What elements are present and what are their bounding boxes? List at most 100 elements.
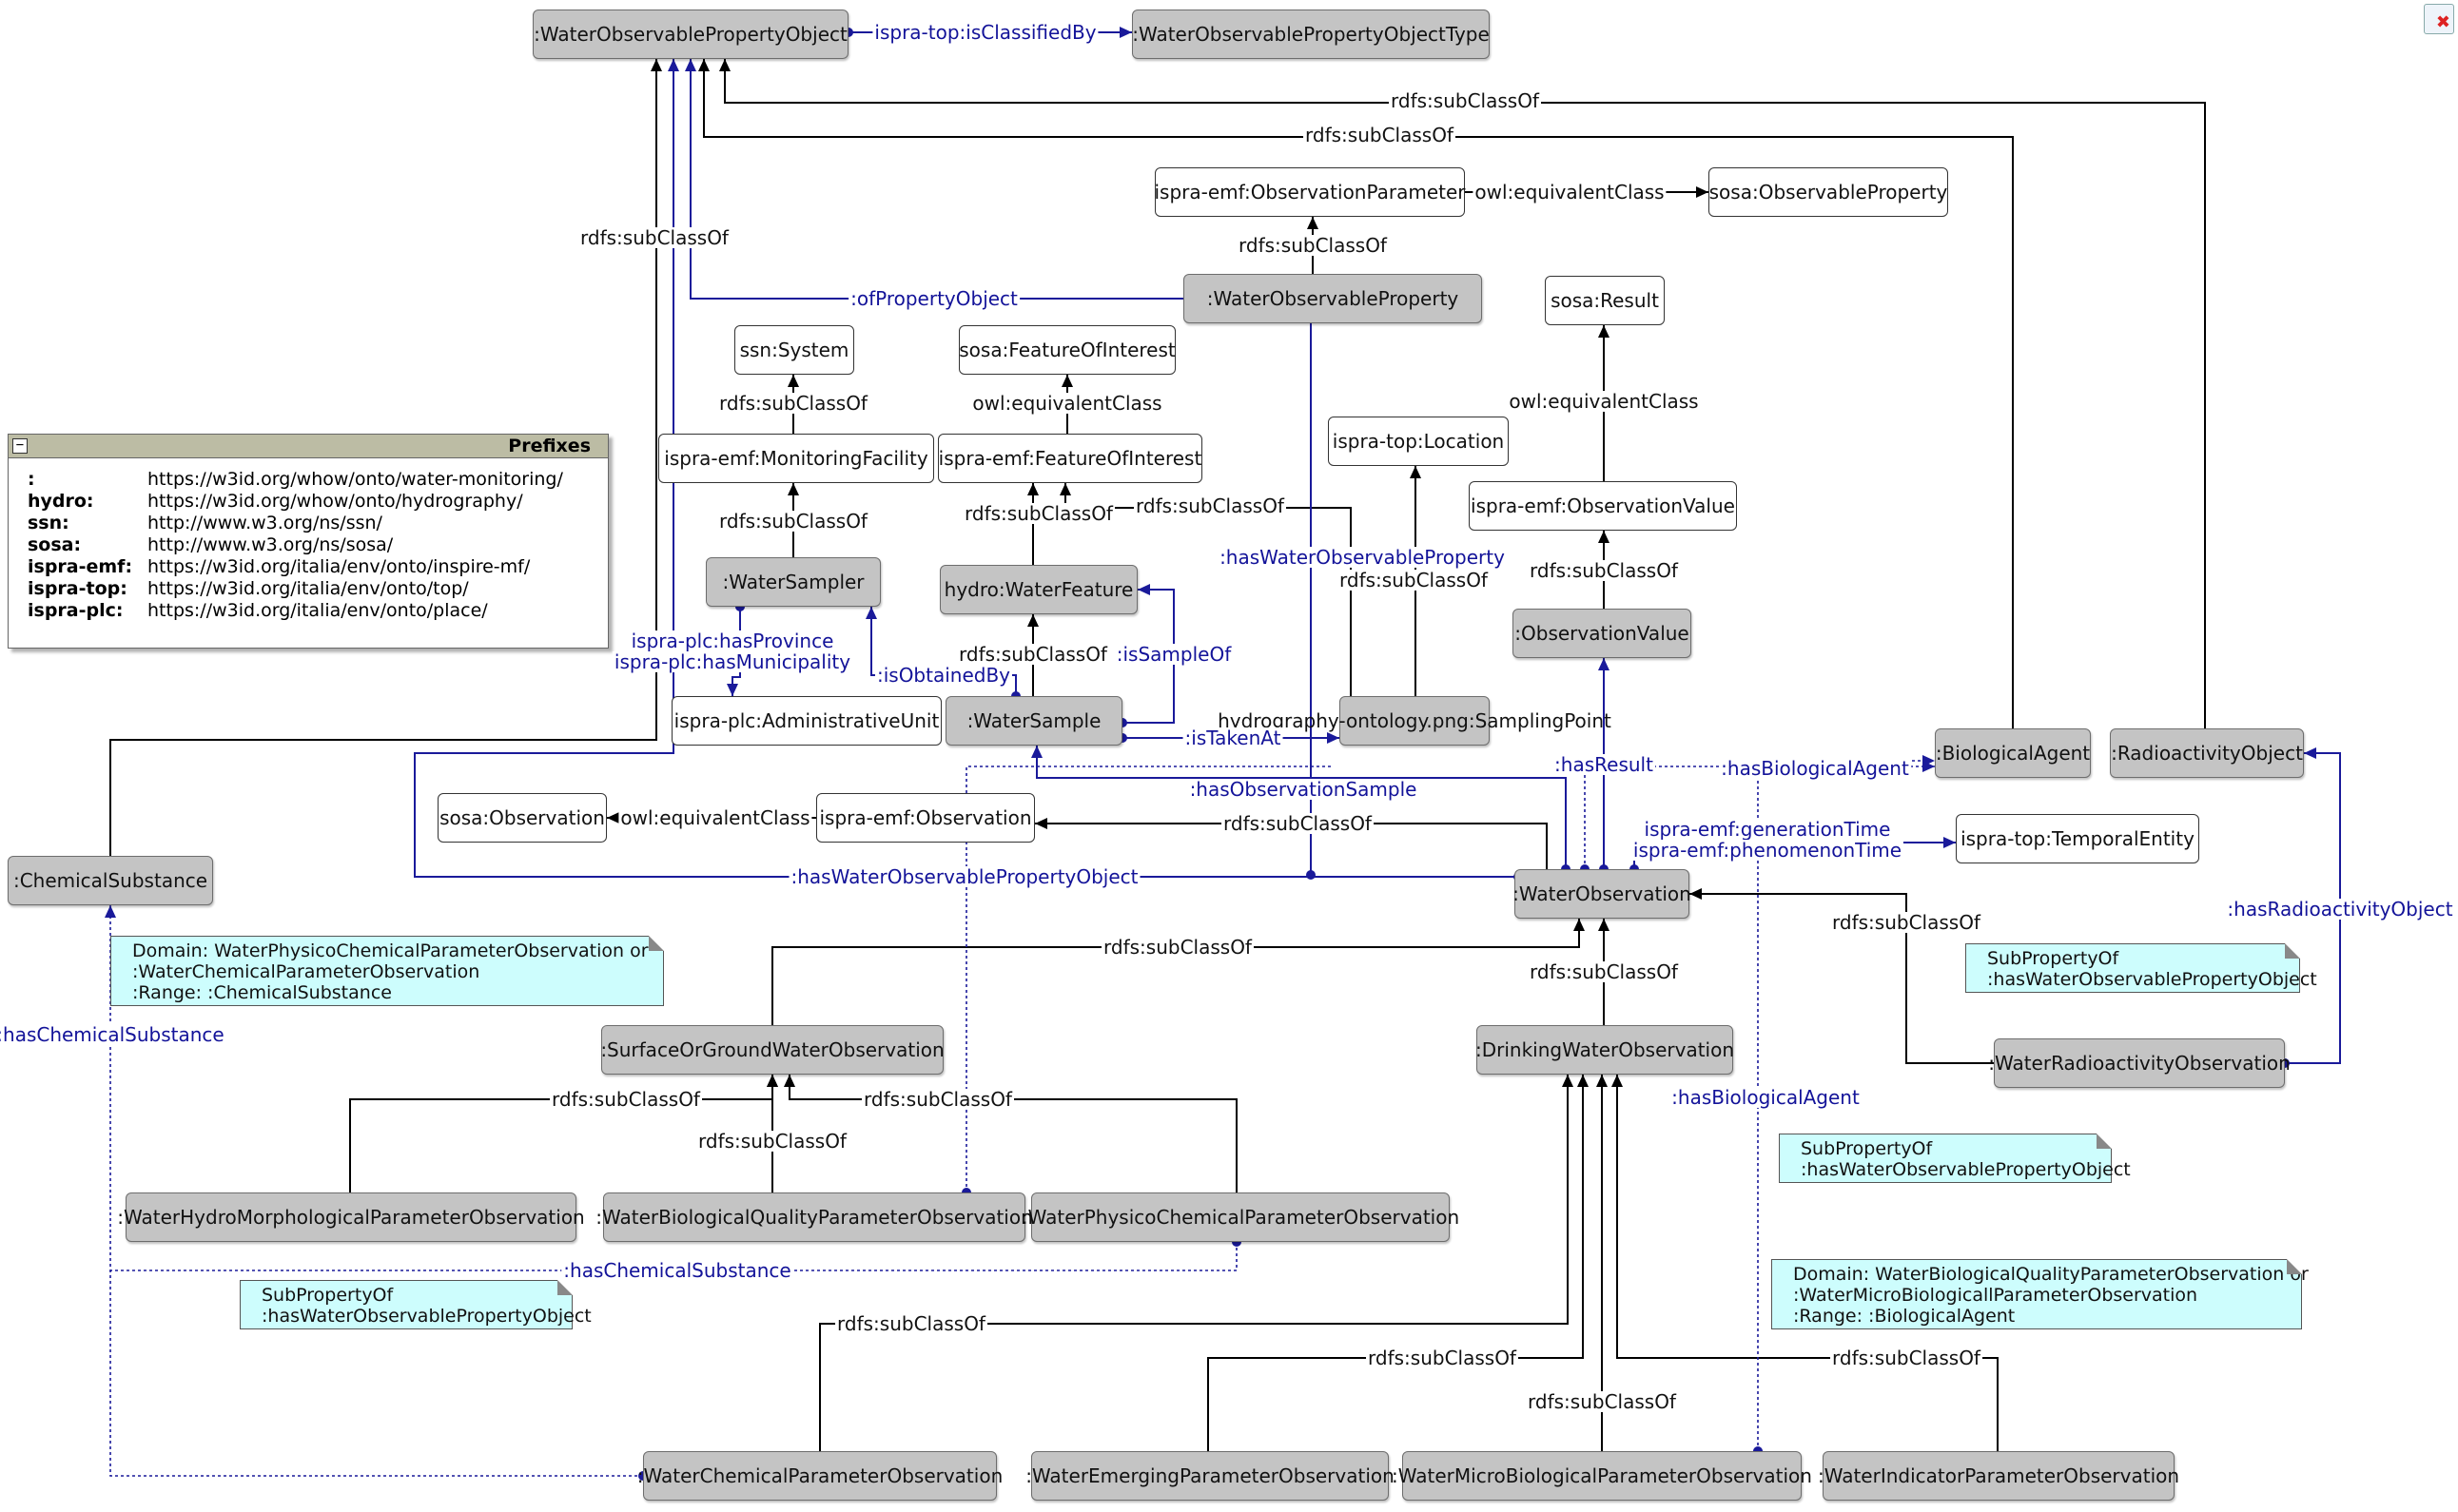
edge-label-has-chemical-substance: :hasChemicalSubstance [0, 1024, 226, 1045]
class-node-wfeature[interactable]: hydro:WaterFeature [940, 565, 1138, 614]
class-node-wradobs[interactable]: :WaterRadioactivityObservation [1988, 1038, 2291, 1088]
class-node-sosafoi[interactable]: sosa:FeatureOfInterest [959, 325, 1176, 375]
edge-line [703, 59, 2014, 728]
class-node-samplingpoint[interactable]: hydrography-ontology.png:SamplingPoint [1218, 696, 1611, 746]
property-dot [1306, 870, 1316, 880]
arrowhead [1307, 217, 1318, 229]
edge-label-subclassof: rdfs:subClassOf [696, 1130, 849, 1153]
edge-label-subclassof: rdfs:subClassOf [1528, 960, 1680, 983]
class-node-obsvalue-emf[interactable]: ispra-emf:ObservationValue [1469, 481, 1737, 531]
arrowhead [1598, 658, 1609, 670]
class-node-wchem[interactable]: :WaterChemicalParameterObservation [637, 1451, 1003, 1501]
class-node-emfobs[interactable]: ispra-emf:Observation [816, 793, 1035, 843]
note-fold-icon [557, 1280, 573, 1295]
edge-label-subclassof: rdfs:subClassOf [717, 510, 869, 533]
close-icon: ✖ [2435, 12, 2450, 32]
arrowhead [1031, 746, 1043, 758]
arrowhead [698, 59, 710, 71]
edge-line [414, 59, 1518, 878]
edge-label-has-biological-agent: :hasBiologicalAgent [1669, 1086, 1862, 1109]
class-node-wsample[interactable]: :WaterSample [946, 696, 1122, 746]
class-node-location[interactable]: ispra-top:Location [1328, 417, 1509, 466]
prefixes-panel[interactable]: − Prefixes :https://w3id.org/whow/onto/w… [8, 434, 609, 649]
class-node-dwobs[interactable]: :DrinkingWaterObservation [1475, 1025, 1734, 1075]
class-node-sgwobs[interactable]: :SurfaceOrGroundWaterObservation [600, 1025, 945, 1075]
class-node-adminunit[interactable]: ispra-plc:AdministrativeUnit [672, 696, 942, 746]
arrowhead [767, 1075, 778, 1087]
edge-label-subclassof: rdfs:subClassOf [1102, 936, 1254, 959]
class-node-obsvalue[interactable]: :ObservationValue [1512, 609, 1691, 658]
arrowhead [668, 59, 679, 71]
arrowhead [685, 59, 696, 71]
note-chem-domain: Domain: WaterPhysicoChemicalParameterObs… [110, 936, 664, 1006]
arrowhead [1598, 531, 1609, 543]
edge-label-subclassof: rdfs:subClassOf [835, 1312, 987, 1335]
class-node-wopo[interactable]: :WaterObservablePropertyObject [533, 10, 849, 59]
edge-label-generation-time: ispra-emf:generationTime [1642, 818, 1893, 841]
edge-line [1036, 746, 1567, 869]
arrowhead [1922, 755, 1935, 766]
class-node-wopot[interactable]: :WaterObservablePropertyObjectType [1132, 10, 1490, 59]
edge-label-has-biological-agent: :hasBiologicalAgent [1719, 757, 1911, 780]
class-node-wop[interactable]: :WaterObservableProperty [1183, 274, 1482, 323]
edge-label-equivalent: owl:equivalentClass [1473, 181, 1667, 204]
prefix-iri: https://w3id.org/italia/env/onto/top/ [147, 578, 469, 599]
class-node-obsparam[interactable]: ispra-emf:ObservationParameter [1154, 167, 1466, 217]
collapse-panel-icon[interactable]: − [12, 438, 28, 454]
prefix-key: sosa: [28, 534, 82, 555]
arrowhead [1943, 837, 1956, 848]
arrowhead [1027, 483, 1039, 495]
prefixes-header: − Prefixes [9, 435, 608, 458]
edge-label-phenomenon-time: ispra-emf:phenomenonTime [1630, 839, 1904, 862]
edge-line [819, 1075, 1569, 1451]
prefix-row: :https://w3id.org/whow/onto/water-monito… [28, 469, 563, 490]
prefix-row: sosa: http://www.w3.org/ns/sosa/ [28, 534, 393, 555]
note-text: Domain: WaterBiologicalQualityParameterO… [1793, 1264, 2309, 1327]
class-node-wobs[interactable]: :WaterObservation [1512, 869, 1691, 919]
note-fold-icon [2287, 1259, 2302, 1274]
class-node-whydro[interactable]: :WaterHydroMorphologicalParameterObserva… [117, 1192, 585, 1242]
edge-label-is-sample-of: :isSampleOf [1114, 643, 1234, 666]
note-fold-icon [649, 936, 664, 951]
class-node-wbio[interactable]: :WaterBiologicalQualityParameterObservat… [595, 1192, 1033, 1242]
class-node-wphys[interactable]: :WaterPhysicoChemicalParameterObservatio… [1022, 1192, 1459, 1242]
note-bio-domain: Domain: WaterBiologicalQualityParameterO… [1771, 1259, 2309, 1329]
class-node-wsampler[interactable]: :WaterSampler [706, 557, 881, 607]
edge-label-is-classified-by: ispra-top:isClassifiedBy [872, 21, 1099, 44]
class-node-sosaresult[interactable]: sosa:Result [1545, 276, 1665, 325]
arrowhead [788, 375, 799, 387]
edge-label-subclassof: rdfs:subClassOf [1337, 569, 1490, 591]
class-node-ssnsys[interactable]: ssn:System [734, 325, 854, 375]
class-node-tempent[interactable]: ispra-top:TemporalEntity [1956, 814, 2199, 863]
edge-label-has-wop-object: :hasWaterObservablePropertyObject [789, 865, 1141, 888]
prefix-iri: http://www.w3.org/ns/sosa/ [147, 534, 394, 555]
edge-label-subclassof: rdfs:subClassOf [1134, 494, 1286, 517]
class-node-chemsub[interactable]: :ChemicalSubstance [8, 856, 213, 905]
arrowhead [1598, 325, 1609, 338]
edge-label-subclassof: rdfs:subClassOf [1830, 1347, 1982, 1369]
prefix-iri: https://w3id.org/whow/onto/hydrography/ [147, 491, 523, 512]
class-node-radobj[interactable]: :RadioactivityObject [2110, 728, 2304, 778]
class-node-wemerg[interactable]: :WaterEmergingParameterObservation [1025, 1451, 1395, 1501]
class-node-wmicro[interactable]: :WaterMicroBiologicalParameterObservatio… [1392, 1451, 1812, 1501]
edge-line [966, 766, 1332, 1192]
note-fold-icon [2285, 943, 2300, 959]
class-node-sosaop[interactable]: sosa:ObservableProperty [1708, 167, 1948, 217]
arrowhead [1062, 375, 1073, 387]
note-fold-icon [2097, 1134, 2112, 1149]
edge-label-is-taken-at: :isTakenAt [1182, 727, 1283, 749]
close-diagram-icon[interactable]: ✖ [2424, 4, 2454, 34]
edge-label-subclassof: rdfs:subClassOf [1528, 559, 1680, 582]
edge-label-subclassof: rdfs:subClassOf [550, 1088, 702, 1111]
class-node-monfac[interactable]: ispra-emf:MonitoringFacility [658, 434, 934, 483]
arrowhead [1327, 732, 1339, 744]
edge-label-equivalent: owl:equivalentClass [970, 392, 1164, 415]
edge-label-subclassof: rdfs:subClassOf [957, 643, 1109, 666]
class-node-windic[interactable]: :WaterIndicatorParameterObservation [1818, 1451, 2179, 1501]
arrowhead [1596, 1075, 1608, 1087]
class-node-sosaobs[interactable]: sosa:Observation [438, 793, 607, 843]
class-node-emffoi[interactable]: ispra-emf:FeatureOfInterest [938, 434, 1202, 483]
edge-label-has-observation-sample: :hasObservationSample [1187, 778, 1419, 801]
class-node-bioagent[interactable]: :BiologicalAgent [1935, 728, 2091, 778]
arrowhead [1035, 818, 1047, 829]
